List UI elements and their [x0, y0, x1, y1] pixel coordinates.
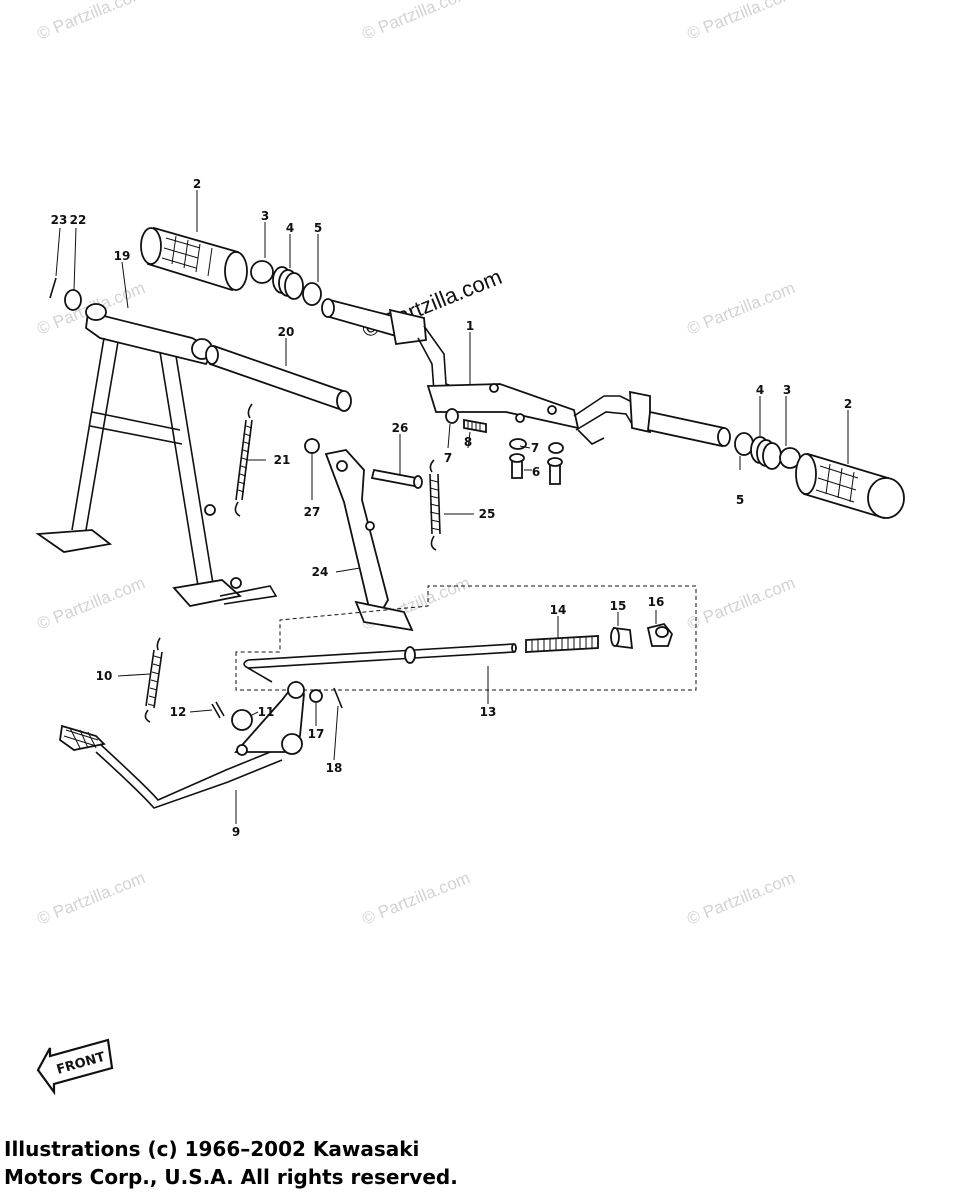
copyright-line-2: Motors Corp., U.S.A. All rights reserved…: [4, 1165, 458, 1189]
part-label-1: 1: [466, 319, 474, 333]
part-label-25: 25: [479, 507, 496, 521]
part-label-15: 15: [610, 599, 627, 613]
part-label-27: 27: [304, 505, 321, 519]
washer-22-part: [64, 289, 82, 311]
pin-23-part: [49, 277, 57, 299]
leader-lines: [55, 190, 849, 824]
part-label-11: 11: [258, 705, 275, 719]
washer-7-part: [509, 438, 527, 450]
watermark: © Partzilla.com: [34, 868, 147, 929]
part-label-18: 18: [326, 761, 343, 775]
spring-left-part: [272, 266, 304, 300]
brake-rod-group-outline: [235, 585, 697, 691]
part-label-3: 3: [783, 383, 791, 397]
part-label-5: 5: [736, 493, 744, 507]
watermark: © Partzilla.com: [684, 868, 797, 929]
watermark: © Partzilla.com: [684, 278, 797, 339]
part-label-7: 7: [444, 451, 452, 465]
part-label-22: 22: [70, 213, 87, 227]
nut-27-part: [304, 438, 320, 454]
part-label-2: 2: [193, 177, 201, 191]
joint-15-part: [610, 626, 634, 650]
part-label-20: 20: [278, 325, 295, 339]
spring-10-part: [144, 637, 163, 723]
part-label-26: 26: [392, 421, 409, 435]
part-label-14: 14: [550, 603, 567, 617]
footrest-rubber-right-part: [795, 452, 905, 520]
part-label-4: 4: [756, 383, 764, 397]
copyright-notice: Illustrations (c) 1966–2002 Kawasaki Mot…: [4, 1135, 458, 1191]
part-label-6: 6: [532, 465, 540, 479]
nut-7-part: [548, 442, 564, 454]
watermark: © Partzilla.com: [359, 0, 472, 44]
part-label-10: 10: [96, 669, 113, 683]
bolt-26-part: [370, 468, 423, 489]
watermark: © Partzilla.com: [359, 868, 472, 929]
part-label-8: 8: [464, 435, 472, 449]
spring-14-part: [525, 635, 599, 653]
brake-pedal-part: [59, 680, 305, 809]
part-label-9: 9: [232, 825, 240, 839]
spring-right-part: [750, 436, 782, 470]
clip-left-part: [250, 260, 274, 284]
part-label-24: 24: [312, 565, 329, 579]
brake-rod-part: [243, 643, 517, 683]
copyright-line-1: Illustrations (c) 1966–2002 Kawasaki: [4, 1137, 420, 1161]
cotter-pin-18-part: [333, 687, 343, 709]
side-stand-part: [324, 449, 414, 632]
spring-25-part: [429, 459, 441, 551]
footrest-rubber-left-part: [140, 226, 248, 292]
front-direction-arrow-icon: FRONT: [36, 1038, 114, 1096]
washer-11-part: [231, 709, 253, 731]
part-label-3: 3: [261, 209, 269, 223]
adjusting-nut-16-part: [646, 622, 674, 647]
watermark: © Partzilla.com: [34, 0, 147, 44]
part-label-2: 2: [844, 397, 852, 411]
part-labels: 1 2 2 3 3 4 4 5 5 6 7 7 8 9 10 11 12 13 …: [51, 177, 853, 839]
spring-21-part: [234, 403, 253, 517]
bolt-6-part: [509, 453, 563, 485]
part-label-13: 13: [480, 705, 497, 719]
washer-17-part: [309, 689, 323, 703]
footrest-bar-part: [321, 298, 731, 448]
part-label-4: 4: [286, 221, 294, 235]
watermark: © Partzilla.com: [684, 0, 797, 44]
part-label-7: 7: [531, 441, 539, 455]
stand-shaft-part: [205, 344, 352, 412]
watermark: © Partzilla.com: [684, 573, 797, 634]
bolt-8-part: [445, 408, 487, 434]
pin-12-part: [211, 701, 225, 719]
part-label-17: 17: [308, 727, 325, 741]
part-label-19: 19: [114, 249, 131, 263]
part-label-16: 16: [648, 595, 665, 609]
part-label-21: 21: [274, 453, 291, 467]
washer-left-part: [302, 282, 322, 306]
watermark: © Partzilla.com: [34, 573, 147, 634]
part-label-12: 12: [170, 705, 187, 719]
part-label-23: 23: [51, 213, 68, 227]
part-label-5: 5: [314, 221, 322, 235]
center-stand-part: [35, 303, 278, 607]
